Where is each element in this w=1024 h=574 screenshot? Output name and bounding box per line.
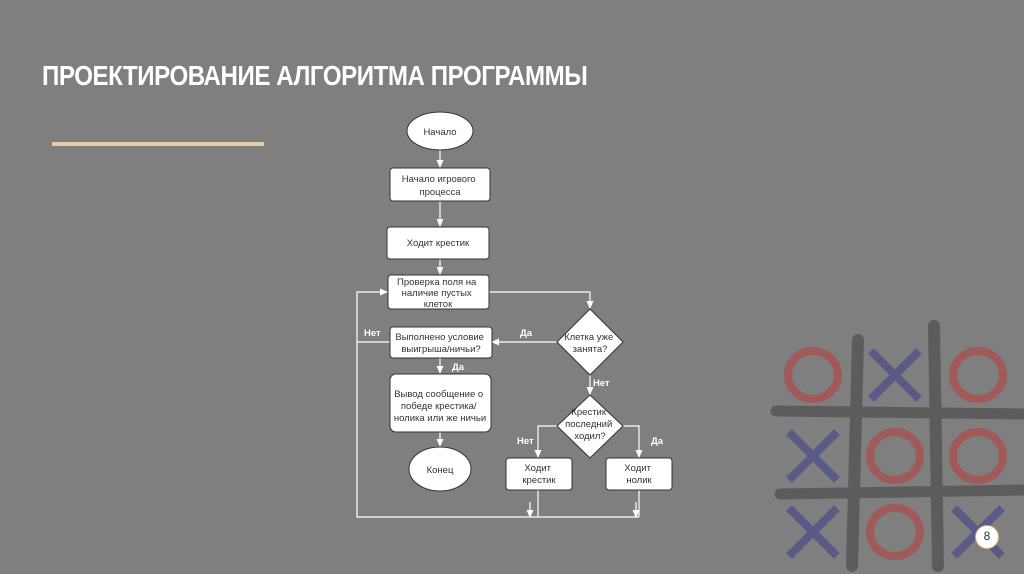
zero-mark: [788, 351, 838, 399]
label-output-result: Вывод сообщение о победе крестика/ нолик…: [394, 389, 486, 424]
zero-mark: [870, 432, 920, 480]
cross-mark: [789, 508, 837, 556]
cross-mark: [789, 432, 837, 480]
zero-mark: [953, 432, 1003, 480]
label-move-cross: Ходит крестик: [522, 463, 556, 486]
edge-label-win-yes: Да: [452, 362, 465, 373]
label-start: Начало: [423, 127, 456, 138]
edge-label-taken-no: Нет: [593, 378, 610, 389]
label-cross-move: Ходит крестик: [407, 238, 470, 249]
edge-label-win-no: Нет: [364, 328, 381, 339]
edge-label-last-yes: Да: [651, 436, 664, 447]
edge-last-no: [538, 426, 557, 457]
label-move-zero: Ходит нолик: [624, 463, 653, 486]
page-number-badge: 8: [975, 525, 999, 549]
edge-label-last-no: Нет: [517, 436, 534, 447]
zero-mark: [953, 351, 1003, 399]
cross-mark: [871, 351, 919, 399]
edge-label-taken-yes: Да: [520, 328, 533, 339]
edge-check-to-taken: [489, 292, 590, 308]
zero-mark: [870, 508, 920, 556]
label-end: Конец: [427, 465, 454, 476]
edge-last-yes: [623, 426, 639, 457]
label-win-check: Выполнено условие выигрыша/ничьи?: [395, 332, 486, 355]
